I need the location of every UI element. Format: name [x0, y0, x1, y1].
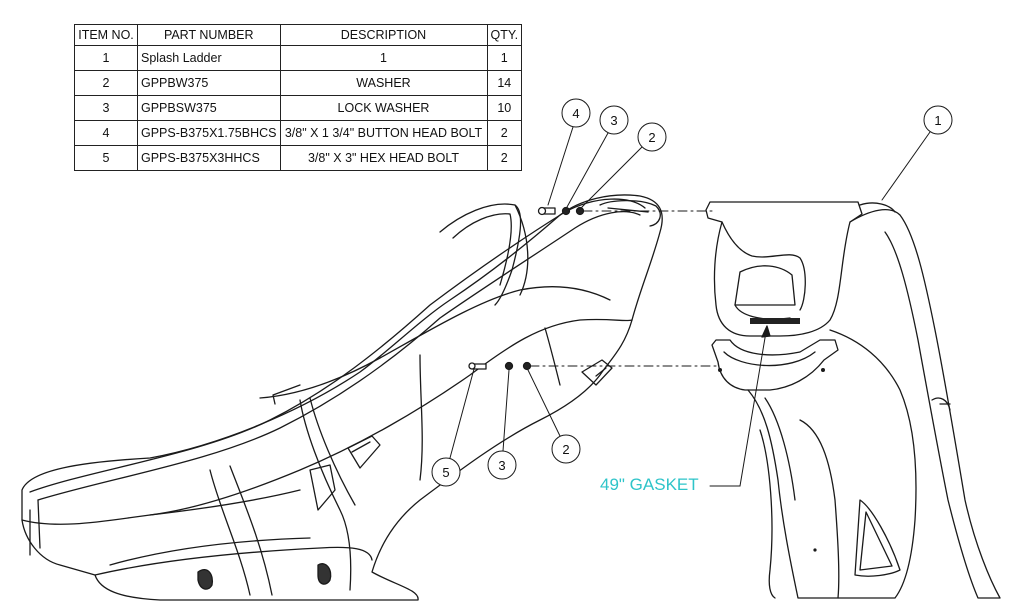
balloon-label: 3	[498, 458, 505, 473]
table-row: 5 GPPS-B375X3HHCS 3/8" X 3" HEX HEAD BOL…	[74, 145, 523, 171]
table-row: 3 GPPBSW375 LOCK WASHER 10	[74, 95, 523, 121]
assembly-centerlines	[529, 210, 717, 367]
gasket-callout: 49" GASKET	[600, 325, 771, 494]
balloon-callouts: 4 3 2 1 5 3 2	[431, 98, 953, 487]
hardware-lower-row	[468, 361, 532, 371]
part-number-cell: GPPS-B375X1.75BHCS	[137, 120, 281, 146]
balloon-item-1: 1	[881, 105, 953, 201]
gasket-label: 49" GASKET	[600, 475, 699, 494]
item-no-cell: 4	[74, 120, 138, 146]
part-number-cell: GPPBW375	[137, 70, 281, 96]
balloon-label: 2	[648, 130, 655, 145]
balloon-label: 5	[442, 465, 449, 480]
item-no-cell: 1	[74, 45, 138, 71]
qty-cell: 10	[486, 95, 523, 121]
balloon-item-4: 4	[547, 98, 591, 206]
table-row: 2 GPPBW375 WASHER 14	[74, 70, 523, 96]
hardware-top-row	[537, 206, 585, 216]
description-cell: 3/8" X 3" HEX HEAD BOLT	[279, 145, 488, 171]
qty-cell: 2	[486, 120, 523, 146]
balloon-item-3-lower: 3	[487, 369, 517, 480]
balloon-item-2-lower: 2	[527, 369, 581, 464]
part-number-cell: GPPS-B375X3HHCS	[137, 145, 281, 171]
header-item-no: ITEM NO.	[74, 24, 138, 46]
balloon-label: 3	[610, 113, 617, 128]
description-cell: LOCK WASHER	[279, 95, 488, 121]
splash-ladder	[705, 201, 1001, 599]
item-no-cell: 5	[74, 145, 138, 171]
balloon-label: 1	[934, 113, 941, 128]
balloon-item-2: 2	[581, 122, 667, 208]
table-row: 4 GPPS-B375X1.75BHCS 3/8" X 1 3/4" BUTTO…	[74, 120, 523, 146]
qty-cell: 2	[486, 145, 523, 171]
part-number-cell: Splash Ladder	[137, 45, 281, 71]
part-number-cell: GPPBSW375	[137, 95, 281, 121]
description-cell: WASHER	[279, 70, 488, 96]
balloon-label: 4	[572, 106, 579, 121]
item-no-cell: 3	[74, 95, 138, 121]
balloon-item-3: 3	[566, 105, 629, 208]
balloon-item-5: 5	[431, 368, 475, 487]
bill-of-materials-table: ITEM NO. PART NUMBER DESCRIPTION QTY. 1 …	[74, 24, 523, 171]
slide-body	[21, 194, 663, 601]
balloon-label: 2	[562, 442, 569, 457]
